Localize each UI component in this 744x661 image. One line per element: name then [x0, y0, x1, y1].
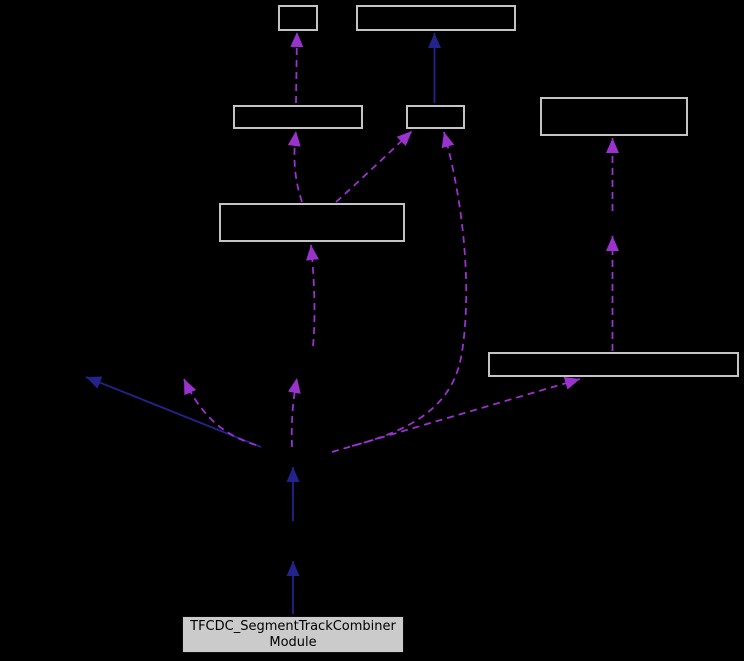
edge-use-hub-up — [287, 377, 301, 448]
edge-use-hub-upleft — [183, 378, 257, 446]
edge-inherit-hub-upleft — [85, 376, 262, 448]
edge-use-hub-to-midsmall — [351, 131, 468, 447]
main-node-label-line: TFCDC_SegmentTrackCombiner — [190, 618, 396, 634]
main-node-label-line: Module — [269, 634, 317, 650]
edge-use-up-to-center — [306, 244, 319, 347]
edge-use-hub-to-rightlower — [331, 377, 581, 453]
node-right-lower[interactable] — [488, 352, 739, 377]
node-top-wide[interactable] — [356, 5, 516, 31]
node-mid-left[interactable] — [233, 105, 363, 129]
node-right-upper[interactable] — [540, 97, 688, 136]
edge-use-center-to-midsmall — [335, 130, 413, 203]
node-top-small[interactable] — [278, 5, 318, 31]
node-center[interactable] — [219, 203, 405, 242]
node-mid-small[interactable] — [406, 105, 465, 129]
edge-use-midleft-to-topsmall — [290, 31, 304, 104]
edge-use-center-to-midleft — [287, 130, 303, 203]
